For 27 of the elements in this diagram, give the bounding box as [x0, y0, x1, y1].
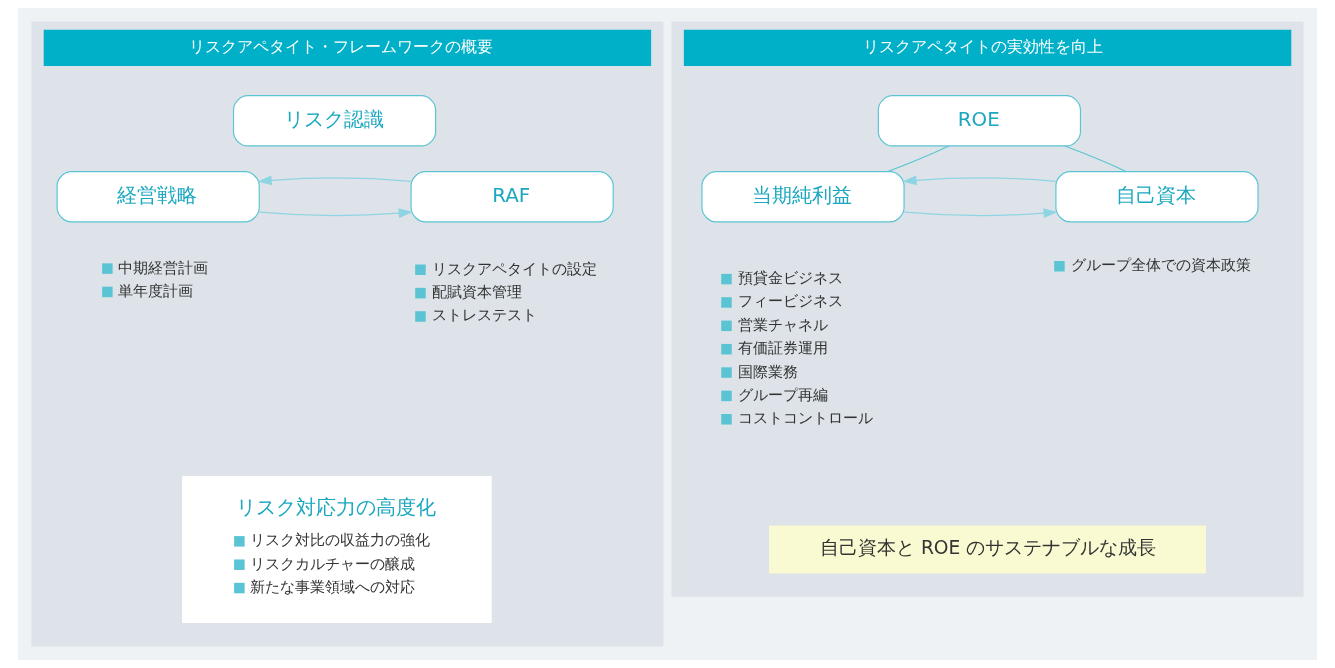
node-label: ストレステスト: [431, 306, 537, 325]
node-box: 自己資本と ROE のサステナブルな成長: [769, 525, 1207, 574]
node-label: 預貸金ビジネス: [737, 269, 843, 288]
node-label: 配賦資本管理: [431, 283, 522, 302]
node-label: リスクアペタイトの設定: [431, 259, 597, 278]
node-label: 有価証券運用: [737, 339, 828, 358]
arrow: [258, 208, 413, 219]
arrow: [257, 175, 412, 186]
node-label: コストコントロール: [737, 409, 873, 428]
node-label: グループ再編: [737, 385, 828, 404]
node-box: RAF: [410, 171, 614, 223]
arrow: [902, 175, 1057, 186]
node-box: リスク認識: [232, 95, 437, 147]
arrow: [903, 208, 1058, 219]
connector: [887, 145, 950, 173]
node-label: フィービジネス: [737, 292, 843, 311]
connector: [1064, 145, 1127, 172]
node-box: 当期純利益: [701, 171, 905, 223]
node-box: 経営戦略: [56, 171, 260, 223]
node-label: 中期経営計画: [118, 258, 209, 277]
node-label: 国際業務: [737, 362, 798, 381]
node-box: ROE: [877, 95, 1082, 147]
node-label: 営業チャネル: [737, 315, 828, 334]
node-box: リスク対応力の高度化 リスク対比の収益力の強化 リスクカルチャーの醸成 新たな事業領域への対応: [182, 475, 492, 624]
node-box: 自己資本: [1055, 171, 1259, 223]
node-label: グループ全体での資本政策: [1070, 256, 1251, 275]
node-label: 単年度計画: [118, 281, 194, 300]
